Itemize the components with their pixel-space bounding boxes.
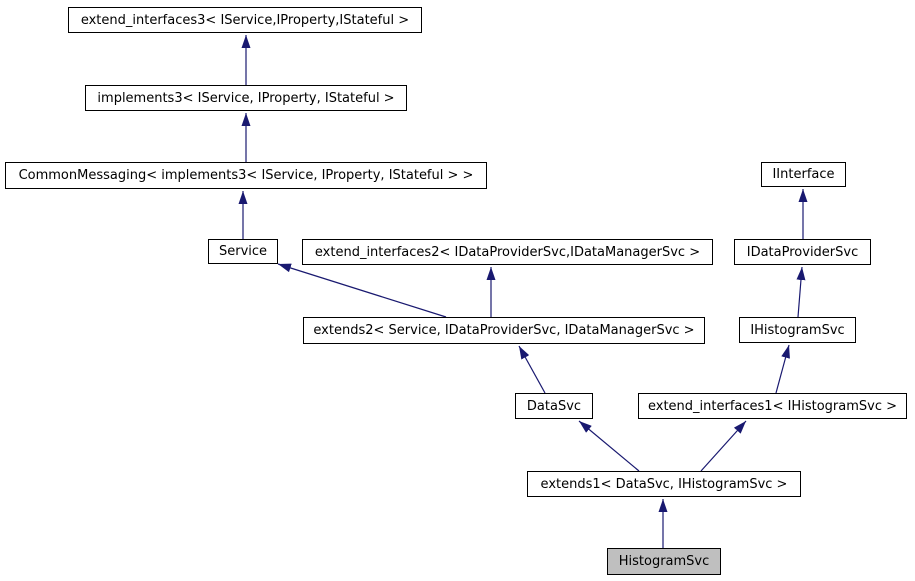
class-node-CommonMessaging[interactable]: CommonMessaging< implements3< IService, …: [5, 162, 487, 189]
class-node-extend_interfaces1[interactable]: extend_interfaces1< IHistogramSvc >: [638, 393, 907, 419]
class-node-DataSvc[interactable]: DataSvc: [515, 393, 593, 419]
edge-IHistogramSvc-to-IDataProviderSvc: [796, 266, 806, 318]
class-node-IDataProviderSvc[interactable]: IDataProviderSvc: [734, 239, 871, 265]
edge-extends1-to-extend_interfaces1: [700, 420, 747, 472]
class-node-extends2[interactable]: extends2< Service, IDataProviderSvc, IDa…: [303, 317, 705, 344]
edge-DataSvc-to-extends2: [518, 345, 546, 394]
class-node-extends1[interactable]: extends1< DataSvc, IHistogramSvc >: [527, 471, 801, 497]
class-node-Service[interactable]: Service: [208, 239, 278, 264]
class-node-IInterface[interactable]: IInterface: [761, 162, 846, 187]
edge-extends2-to-Service: [277, 263, 447, 318]
class-node-implements3[interactable]: implements3< IService, IProperty, IState…: [85, 85, 407, 111]
class-node-extend_interfaces2[interactable]: extend_interfaces2< IDataProviderSvc,IDa…: [302, 239, 713, 265]
class-node-HistogramSvc-current: HistogramSvc: [607, 548, 721, 575]
edge-extend_interfaces1-to-IHistogramSvc: [775, 344, 790, 394]
class-node-extend_interfaces3[interactable]: extend_interfaces3< IService,IProperty,I…: [68, 7, 422, 33]
class-node-IHistogramSvc[interactable]: IHistogramSvc: [739, 317, 856, 343]
edge-extends1-to-DataSvc: [578, 420, 640, 472]
